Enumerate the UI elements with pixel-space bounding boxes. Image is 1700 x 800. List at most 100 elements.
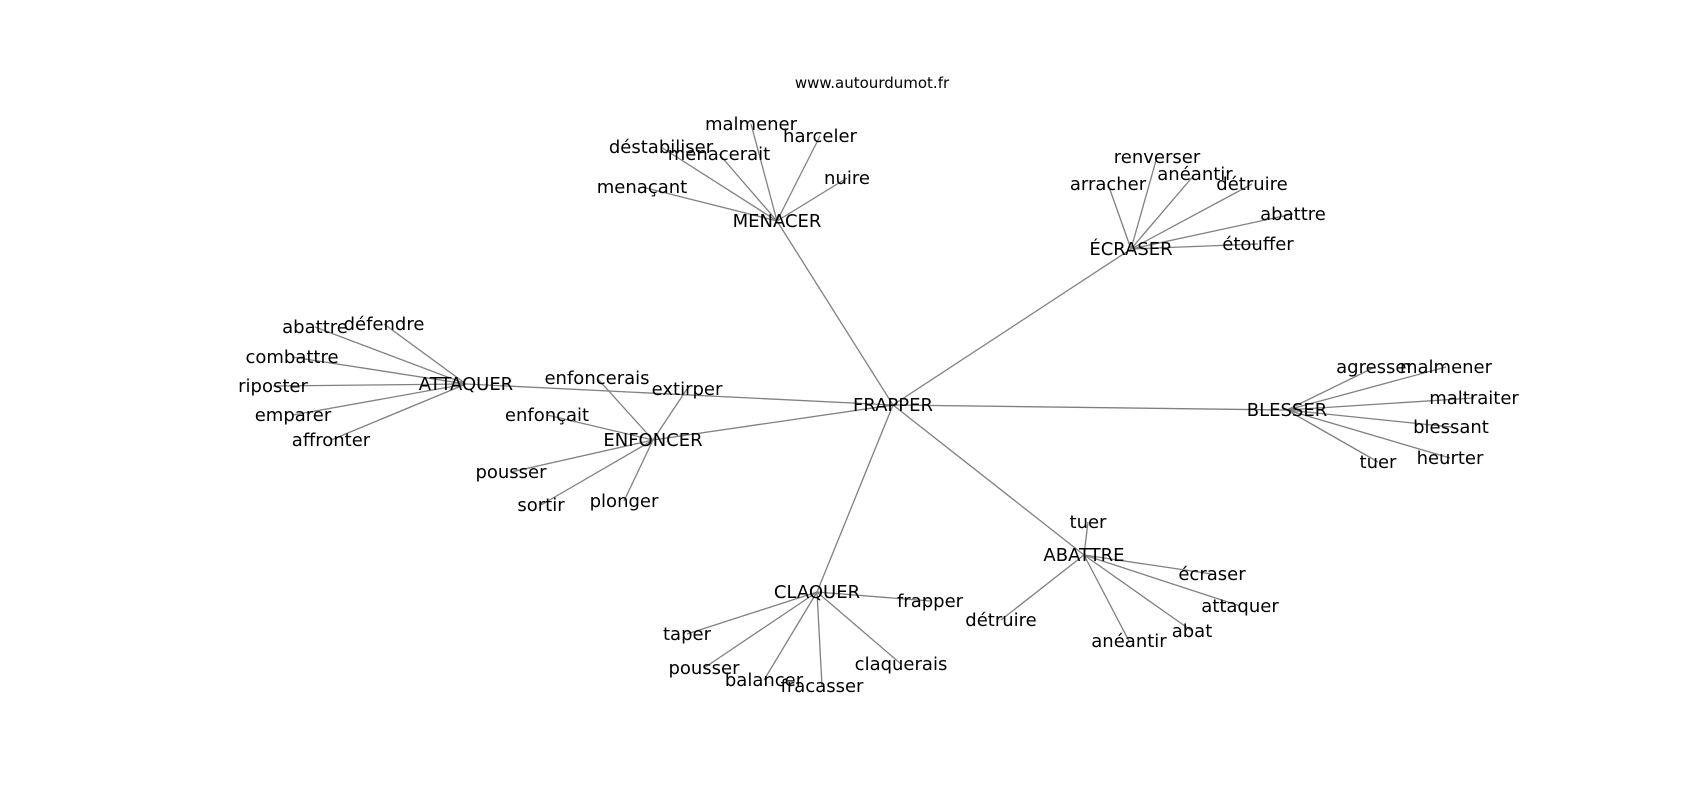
edge-center-attaquer: [465, 383, 894, 406]
node-leaf-enfoncer-enfoncerais: enfoncerais: [544, 368, 649, 389]
node-leaf-menacer-harceler: harceler: [783, 126, 857, 147]
node-leaf-ecraser-etouffer: étouffer: [1222, 234, 1294, 255]
edge-center-blesser: [892, 404, 1288, 411]
node-hub-claquer: CLAQUER: [774, 582, 860, 603]
edge-menacer-malmener: [750, 123, 778, 222]
node-leaf-ecraser-abattre: abattre: [1260, 204, 1326, 225]
node-hub-attaquer: ATTAQUER: [419, 374, 513, 395]
edge-enfoncer-extirper: [652, 388, 688, 441]
node-leaf-abattre-ecraser: écraser: [1178, 564, 1246, 585]
edge-abattre-abat: [1083, 554, 1193, 632]
edge-ecraser-renverser: [1130, 156, 1158, 250]
node-leaf-ecraser-arracher: arracher: [1070, 174, 1147, 195]
node-hub-abattre: ABATTRE: [1043, 545, 1124, 566]
edge-abattre-ecraser: [1083, 554, 1213, 575]
edge-layer: [272, 123, 1475, 687]
node-leaf-enfoncer-sortir: sortir: [517, 495, 565, 516]
edge-menacer-menacerait: [718, 153, 778, 222]
edge-enfoncer-plonger: [623, 439, 654, 502]
node-leaf-menacer-nuire: nuire: [824, 168, 870, 189]
edge-attaquer-abattre: [314, 326, 467, 385]
edge-blesser-agresser: [1286, 366, 1376, 411]
node-leaf-claquer-fracasser: fracasser: [781, 676, 865, 697]
node-leaf-blesser-malmener: malmener: [1400, 357, 1493, 378]
node-hub-enfoncer: ENFONCER: [603, 430, 702, 451]
edge-ecraser-abattre: [1130, 213, 1294, 250]
node-leaf-ecraser-aneantir: anéantir: [1157, 164, 1233, 185]
edge-center-abattre: [892, 404, 1085, 556]
edge-blesser-heurter: [1286, 409, 1451, 459]
node-leaf-blesser-tuer: tuer: [1360, 452, 1398, 473]
node-leaf-attaquer-affronter: affronter: [292, 430, 371, 451]
edge-attaquer-combattre: [291, 356, 467, 385]
node-leaf-abattre-abat: abat: [1172, 621, 1213, 642]
node-leaf-claquer-frapper: frapper: [897, 591, 964, 612]
node-leaf-claquer-taper: taper: [663, 624, 712, 645]
edge-attaquer-riposter: [272, 383, 467, 387]
edge-blesser-blessant: [1286, 409, 1452, 428]
node-leaf-abattre-aneantir: anéantir: [1091, 631, 1167, 652]
edge-claquer-claquerais: [816, 591, 902, 665]
node-leaf-ecraser-renverser: renverser: [1114, 147, 1201, 168]
node-leaf-blesser-agresser: agresser: [1336, 357, 1414, 378]
edge-enfoncer-pousser: [510, 439, 654, 473]
edge-abattre-attaquer: [1083, 554, 1241, 607]
label-layer: www.autourdumot.fr FRAPPER MENACER malmene…: [238, 74, 1519, 697]
node-leaf-blesser-heurter: heurter: [1417, 448, 1484, 469]
source-url: www.autourdumot.fr: [795, 74, 950, 92]
edge-center-ecraser: [892, 248, 1132, 406]
node-hub-menacer: MENACER: [733, 211, 822, 232]
edge-claquer-frapper: [816, 591, 931, 602]
edge-blesser-tuer: [1286, 409, 1379, 463]
edge-menacer-menacant: [641, 186, 778, 222]
edge-claquer-fracasser: [816, 591, 823, 687]
edge-center-claquer: [816, 404, 894, 593]
edge-blesser-maltraiter: [1286, 397, 1475, 411]
node-hub-blesser: BLESSER: [1247, 400, 1327, 421]
node-leaf-attaquer-emparer: emparer: [255, 405, 332, 426]
edge-claquer-balancer: [763, 591, 818, 681]
node-center-frapper: FRAPPER: [853, 395, 933, 416]
edge-enfoncer-sortir: [540, 439, 654, 506]
edge-ecraser-etouffer: [1130, 243, 1259, 250]
edge-attaquer-affronter: [330, 383, 467, 441]
node-leaf-enfoncer-pousser: pousser: [475, 462, 547, 483]
node-leaf-attaquer-riposter: riposter: [238, 376, 308, 397]
edge-enfoncer-enfoncerais: [596, 377, 654, 441]
edge-menacer-nuire: [776, 177, 848, 222]
edge-attaquer-defendre: [383, 323, 467, 385]
node-leaf-menacer-destabiliser: déstabiliser: [609, 137, 714, 158]
node-leaf-blesser-blessant: blessant: [1413, 417, 1489, 438]
node-leaf-menacer-menacant: menaçant: [597, 177, 687, 198]
node-leaf-attaquer-abattre: abattre: [282, 317, 348, 338]
node-leaf-enfoncer-plonger: plonger: [590, 491, 659, 512]
node-leaf-claquer-pousser: pousser: [668, 658, 740, 679]
edge-abattre-detruire: [1000, 554, 1085, 621]
edge-ecraser-detruire: [1130, 183, 1253, 250]
edge-claquer-pousser: [703, 591, 818, 669]
node-hub-ecraser: ÉCRASER: [1089, 238, 1172, 260]
node-leaf-ecraser-detruire: détruire: [1216, 174, 1287, 195]
node-leaf-enfoncer-extirper: extirper: [652, 379, 723, 400]
node-leaf-menacer-malmener: malmener: [705, 114, 798, 135]
node-leaf-abattre-tuer: tuer: [1070, 512, 1108, 533]
node-leaf-attaquer-combattre: combattre: [245, 347, 338, 368]
edge-abattre-aneantir: [1083, 554, 1130, 642]
edge-menacer-harceler: [776, 135, 821, 222]
node-leaf-claquer-balancer: balancer: [725, 670, 804, 691]
node-leaf-enfoncer-enfoncait: enfonçait: [505, 405, 589, 426]
node-leaf-attaquer-defendre: défendre: [344, 314, 425, 335]
node-leaf-claquer-claquerais: claquerais: [855, 654, 948, 675]
edge-claquer-taper: [686, 591, 818, 635]
edge-blesser-malmener: [1286, 366, 1447, 411]
edge-attaquer-emparer: [292, 383, 467, 416]
edge-center-menacer: [776, 220, 894, 406]
node-leaf-menacer-menacerait: menacerait: [668, 144, 771, 165]
edge-ecraser-aneantir: [1130, 173, 1196, 250]
node-leaf-abattre-detruire: détruire: [965, 610, 1036, 631]
node-leaf-blesser-maltraiter: maltraiter: [1429, 388, 1519, 409]
edge-menacer-destabiliser: [660, 146, 778, 222]
node-leaf-abattre-attaquer: attaquer: [1201, 596, 1279, 617]
edge-enfoncer-enfoncait: [546, 414, 654, 441]
